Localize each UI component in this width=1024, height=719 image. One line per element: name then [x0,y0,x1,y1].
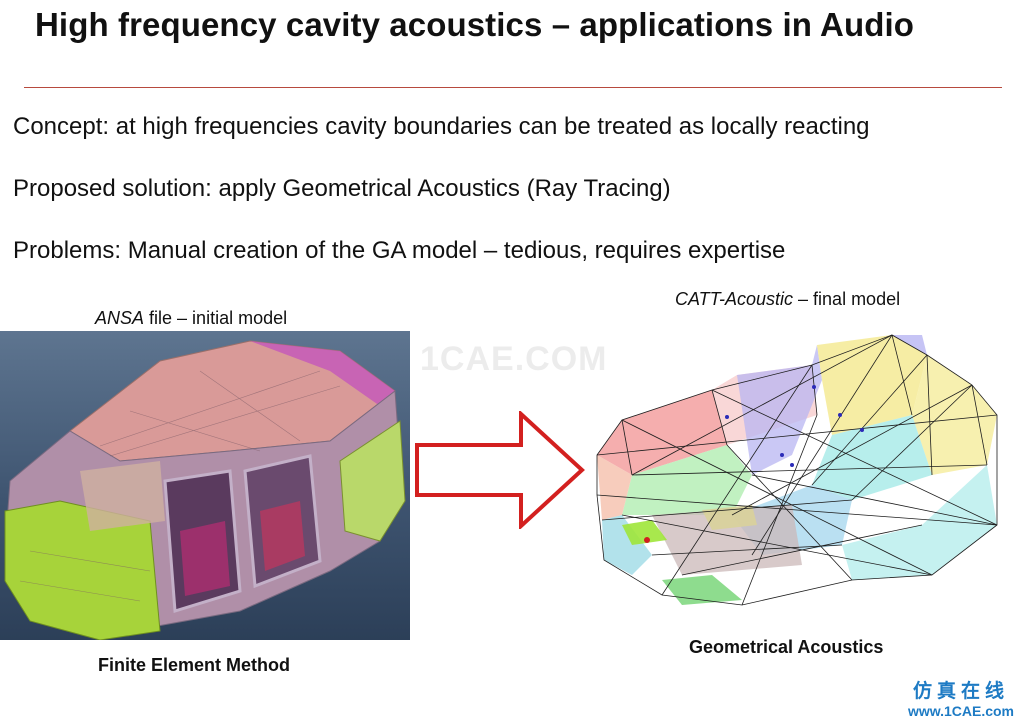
catt-caption: CATT-Acoustic – final model [675,289,900,310]
ga-method-label: Geometrical Acoustics [689,637,884,657]
bullet-proposed-solution: Proposed solution: apply Geometrical Aco… [13,175,671,202]
title-divider [24,87,1002,88]
ga-model-image [596,334,998,606]
fem-car-model-image [0,331,410,640]
ansa-caption: ANSA file – initial model [95,308,287,329]
watermark: 1CAE.COM [420,340,608,378]
ansa-caption-software: ANSA [95,308,145,328]
logo-url-text: www.1CAE.com [907,703,1014,719]
slide-title: High frequency cavity acoustics – applic… [35,6,914,43]
ansa-caption-text: file – initial model [144,308,288,328]
catt-caption-text: – final model [793,289,901,309]
bullet-concept: Concept: at high frequencies cavity boun… [13,113,870,140]
fem-method-label: Finite Element Method [98,655,291,675]
catt-caption-software: CATT-Acoustic [675,289,794,309]
bullet-problems: Problems: Manual creation of the GA mode… [13,237,786,264]
logo-chinese-text: 仿真在线 [912,681,1009,702]
right-arrow-icon [415,411,585,529]
site-logo: 仿真在线 www.1CAE.com [908,676,1014,719]
